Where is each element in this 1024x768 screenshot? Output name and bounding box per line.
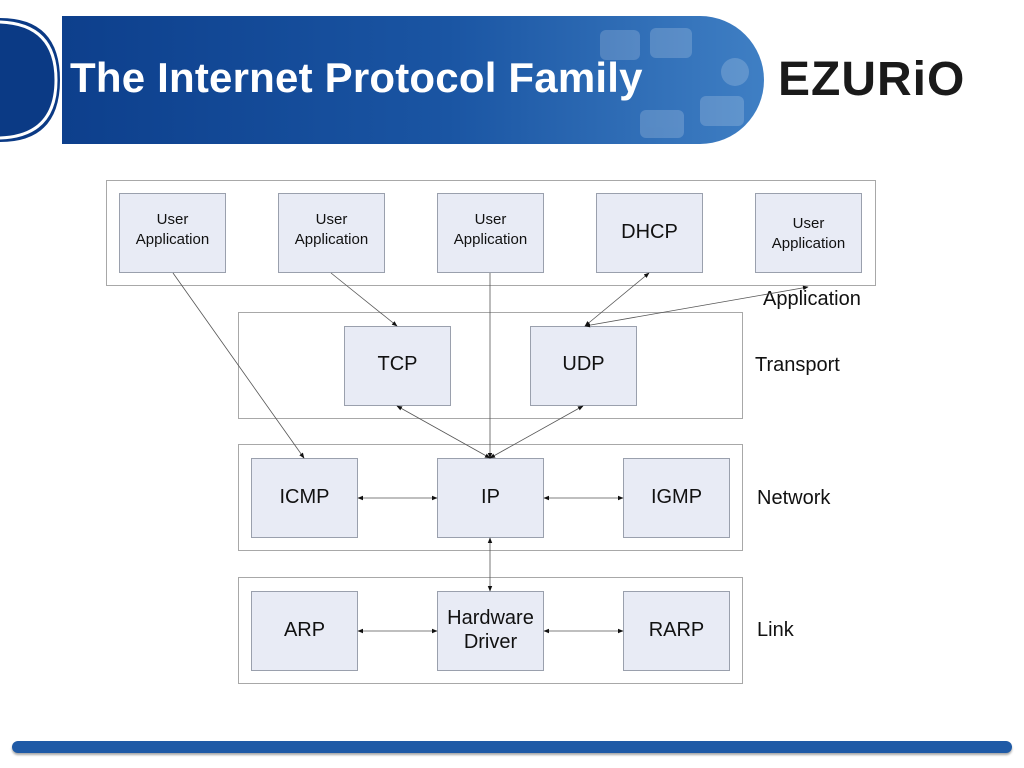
igmp-node: IGMP: [623, 458, 730, 538]
user-application-node-4: User Application: [755, 193, 862, 273]
rarp-node: RARP: [623, 591, 730, 671]
user-application-node-1: User Application: [119, 193, 226, 273]
edge-tcp-ip: [396, 405, 491, 459]
footer-bar: [12, 741, 1012, 753]
page-title: The Internet Protocol Family: [70, 54, 643, 101]
header-banner: [0, 16, 764, 144]
banner-left-arc: [0, 20, 58, 140]
edge-userapp2-tcp: [330, 272, 398, 327]
user-application-node-3: User Application: [437, 193, 544, 273]
arp-node: ARP: [251, 591, 358, 671]
edge-userapp1-icmp: [172, 272, 305, 459]
edge-userapp4-udp: [584, 285, 809, 328]
network-layer-label: Network: [757, 487, 831, 509]
banner-left-cap: [0, 18, 60, 142]
keypad-watermark-icon: [600, 28, 749, 138]
tcp-node: TCP: [344, 326, 451, 406]
edge-dhcp-udp: [584, 272, 650, 327]
transport-layer-label: Transport: [755, 354, 840, 376]
udp-node: UDP: [530, 326, 637, 406]
dhcp-node: DHCP: [596, 193, 703, 273]
transport-layer: [238, 312, 743, 419]
ezurio-logo: EZURiO: [778, 53, 966, 106]
user-application-node-2: User Application: [278, 193, 385, 273]
edge-udp-ip: [489, 405, 584, 459]
link-layer-label: Link: [757, 619, 794, 641]
banner-shape: [62, 16, 764, 144]
